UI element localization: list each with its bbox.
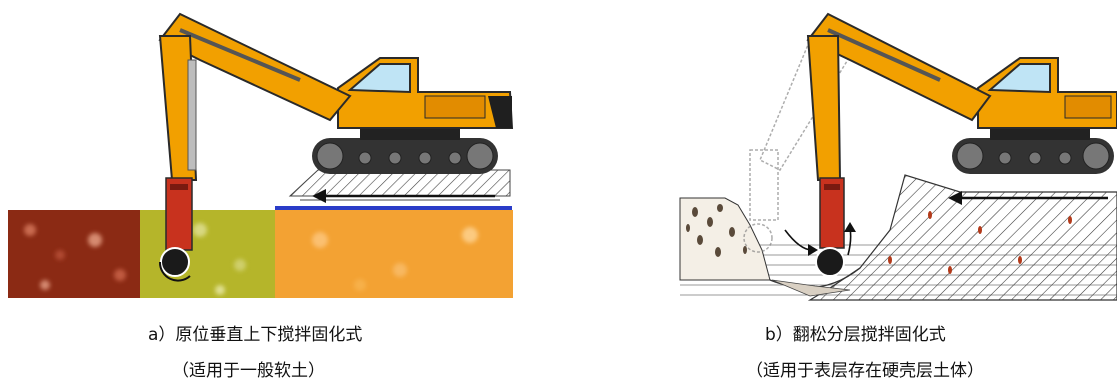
panel-a-illustration xyxy=(0,0,560,310)
soil-orange-layer xyxy=(275,210,513,298)
mixing-drum xyxy=(161,248,189,276)
panel-b-illustration xyxy=(560,0,1117,310)
mixing-drum xyxy=(816,248,844,276)
panel-a: a）原位垂直上下搅拌固化式 （适用于一般软土） xyxy=(0,0,560,389)
treated-platform xyxy=(275,170,512,208)
ground-profile xyxy=(680,175,1117,300)
caption-b-note: （适用于表层存在硬壳层土体） xyxy=(746,356,984,381)
caption-a-title: a）原位垂直上下搅拌固化式 xyxy=(148,320,362,345)
soil-olive-layer xyxy=(140,210,275,298)
soil-layers xyxy=(8,210,513,298)
soil-brown-layer xyxy=(8,210,140,298)
treated-mound xyxy=(810,175,1117,300)
arm xyxy=(808,36,840,180)
caption-b-title: b）翻松分层搅拌固化式 xyxy=(765,320,946,345)
panel-b: b）翻松分层搅拌固化式 （适用于表层存在硬壳层土体） xyxy=(560,0,1117,389)
caption-a-note: （适用于一般软土） xyxy=(172,356,325,381)
